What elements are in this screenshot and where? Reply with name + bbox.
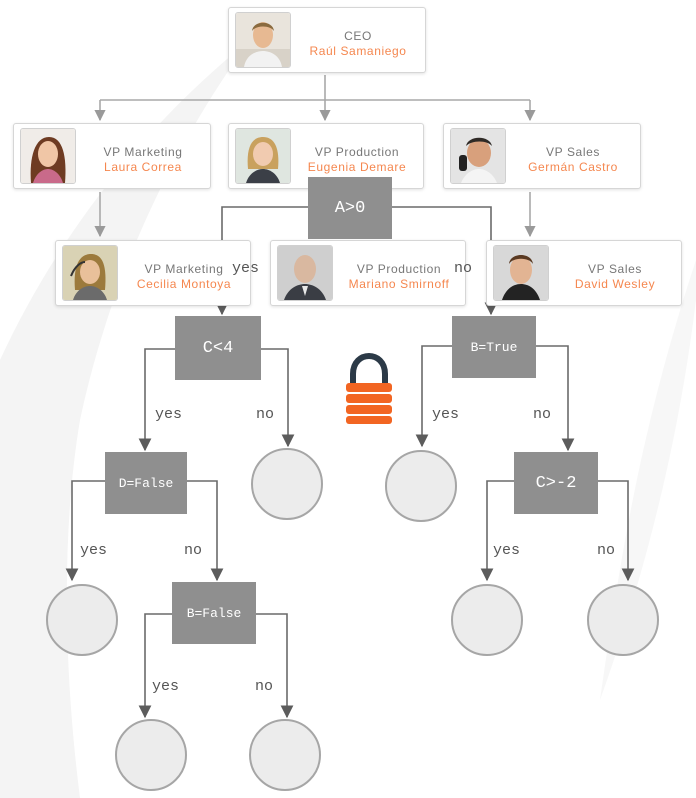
edge-dfalse-yes <box>65 480 105 582</box>
tree-node-d-false: D=False <box>105 452 187 514</box>
vp-marketing-1-title: VP Marketing <box>103 145 183 159</box>
edge-label-root-no: no <box>454 260 473 277</box>
edge-dfalse-no <box>187 480 224 582</box>
german-castro-avatar <box>450 128 506 184</box>
vp-production-2-title: VP Production <box>356 262 442 276</box>
vp-sales-2-title: VP Sales <box>588 262 642 276</box>
org-card-vp-marketing-2: VP Marketing Cecilia Montoya <box>55 240 251 306</box>
ceo-title: CEO <box>344 29 372 43</box>
edge-label-cgt-yes: yes <box>493 542 521 559</box>
vp-sales-1-title: VP Sales <box>546 145 600 159</box>
edge-label-c4-no: no <box>256 406 275 423</box>
edge-cgt-yes <box>480 480 514 582</box>
edge-label-btrue-yes: yes <box>432 406 460 423</box>
tree-node-root: A>0 <box>308 177 392 239</box>
ceo-name: Raúl Samaniego <box>309 44 407 58</box>
vp-production-1-title: VP Production <box>314 145 400 159</box>
tree-leaf-cgt-no <box>587 584 659 656</box>
cecilia-montoya-avatar <box>62 245 118 301</box>
edge-label-dfalse-no: no <box>184 542 203 559</box>
edge-label-root-yes: yes <box>232 260 260 277</box>
lock-icon <box>346 352 392 424</box>
tree-leaf-bfalse-no <box>249 719 321 791</box>
org-card-vp-sales-2: VP Sales David Wesley <box>486 240 682 306</box>
org-card-ceo: CEO Raúl Samaniego <box>228 7 426 73</box>
vp-marketing-2-name: Cecilia Montoya <box>136 277 232 291</box>
vp-marketing-2-title: VP Marketing <box>144 262 224 276</box>
ceo-avatar <box>235 12 291 68</box>
org-card-vp-marketing-1: VP Marketing Laura Correa <box>13 123 211 189</box>
vp-marketing-1-name: Laura Correa <box>104 160 182 174</box>
david-wesley-avatar <box>493 245 549 301</box>
mariano-smirnoff-avatar <box>277 245 333 301</box>
edge-btrue-yes <box>415 345 452 448</box>
tree-leaf-cgt-yes <box>451 584 523 656</box>
edge-label-btrue-no: no <box>533 406 552 423</box>
edge-bfalse-no <box>256 613 294 719</box>
edge-c4-yes <box>138 348 175 452</box>
tree-leaf-btrue-yes <box>385 450 457 522</box>
tree-node-c-lt-4: C<4 <box>175 316 261 380</box>
edge-btrue-no <box>536 345 575 452</box>
tree-node-b-true: B=True <box>452 316 536 378</box>
edge-label-dfalse-yes: yes <box>80 542 108 559</box>
tree-leaf-c4-no <box>251 448 323 520</box>
eugenia-demare-avatar <box>235 128 291 184</box>
tree-leaf-dfalse-yes <box>46 584 118 656</box>
tree-leaf-bfalse-yes <box>115 719 187 791</box>
vp-sales-2-name: David Wesley <box>574 277 656 291</box>
edge-cgt-no <box>598 480 635 582</box>
tree-node-b-false: B=False <box>172 582 256 644</box>
edge-label-bfalse-no: no <box>255 678 274 695</box>
edge-label-c4-yes: yes <box>155 406 183 423</box>
vp-production-1-name: Eugenia Demare <box>307 160 407 174</box>
edge-label-bfalse-yes: yes <box>152 678 180 695</box>
org-card-vp-production-2: VP Production Mariano Smirnoff <box>270 240 466 306</box>
org-card-vp-sales-1: VP Sales Germán Castro <box>443 123 641 189</box>
edge-bfalse-yes <box>138 613 172 719</box>
laura-correa-avatar <box>20 128 76 184</box>
vp-production-2-name: Mariano Smirnoff <box>348 277 450 291</box>
edge-c4-no <box>261 348 295 448</box>
tree-node-c-gt-m2: C>-2 <box>514 452 598 514</box>
edge-label-cgt-no: no <box>597 542 616 559</box>
vp-sales-1-name: Germán Castro <box>528 160 618 174</box>
